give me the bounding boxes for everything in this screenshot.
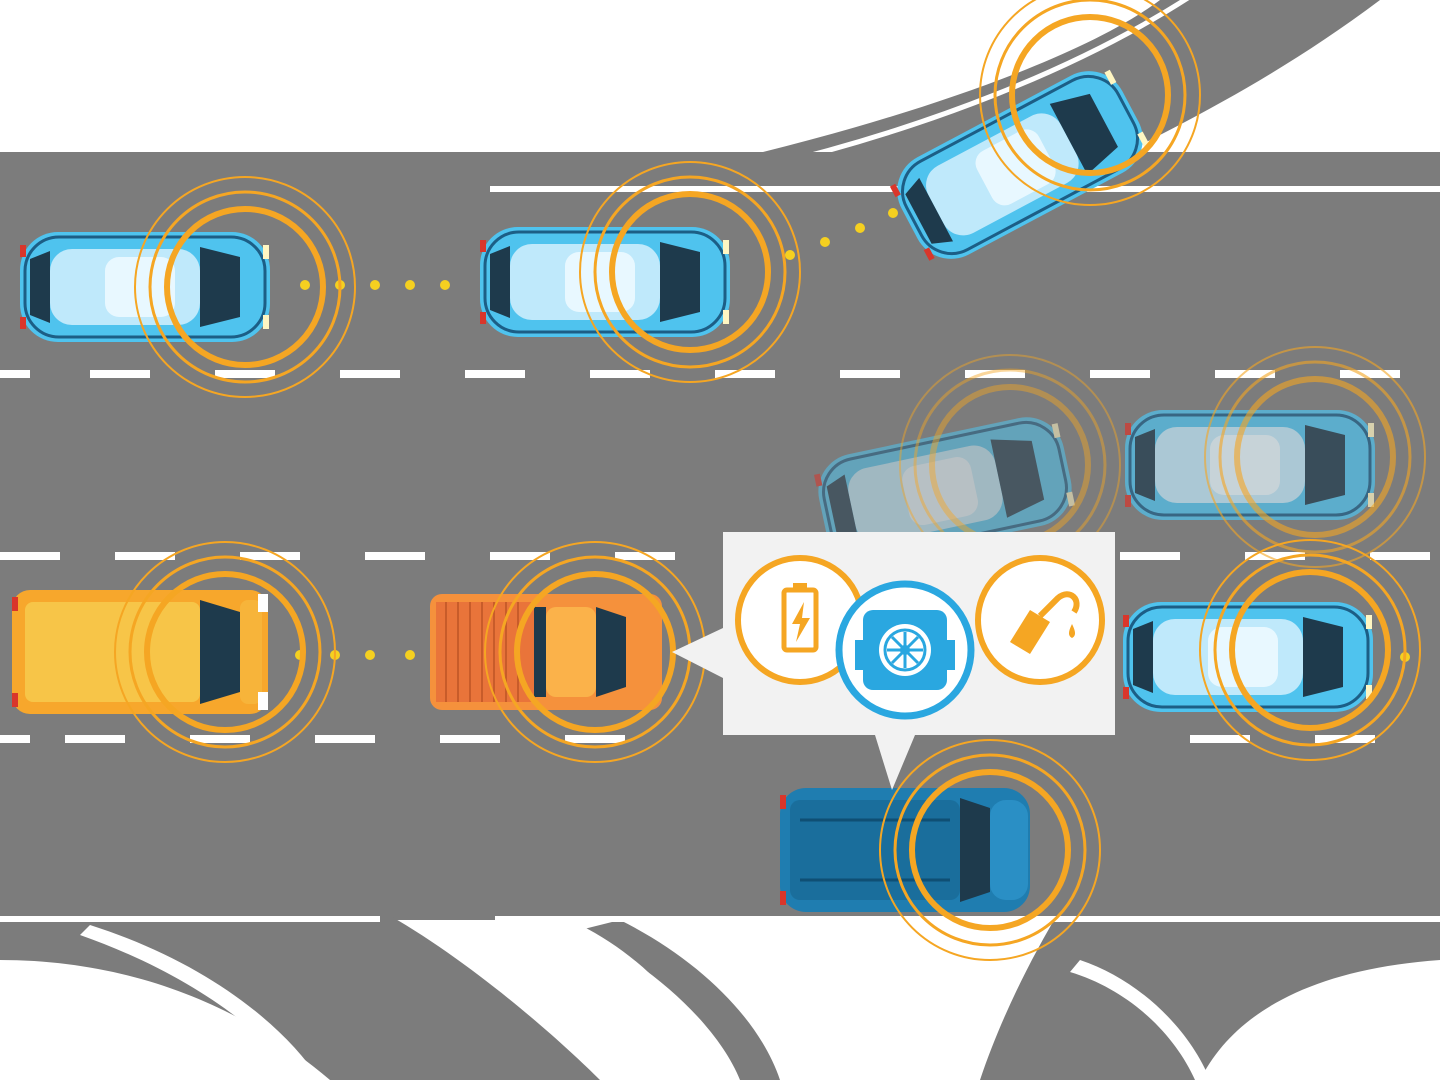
vehicle-status-popup [672, 532, 1115, 790]
pickup-1 [430, 594, 662, 710]
van-1 [12, 590, 268, 714]
car-2 [478, 225, 732, 339]
car-1 [18, 230, 272, 344]
fuel-nozzle-icon [975, 555, 1105, 685]
lower-ramp-right [980, 910, 1440, 1080]
lane-markings [0, 186, 1440, 1080]
engine-icon [835, 580, 975, 720]
